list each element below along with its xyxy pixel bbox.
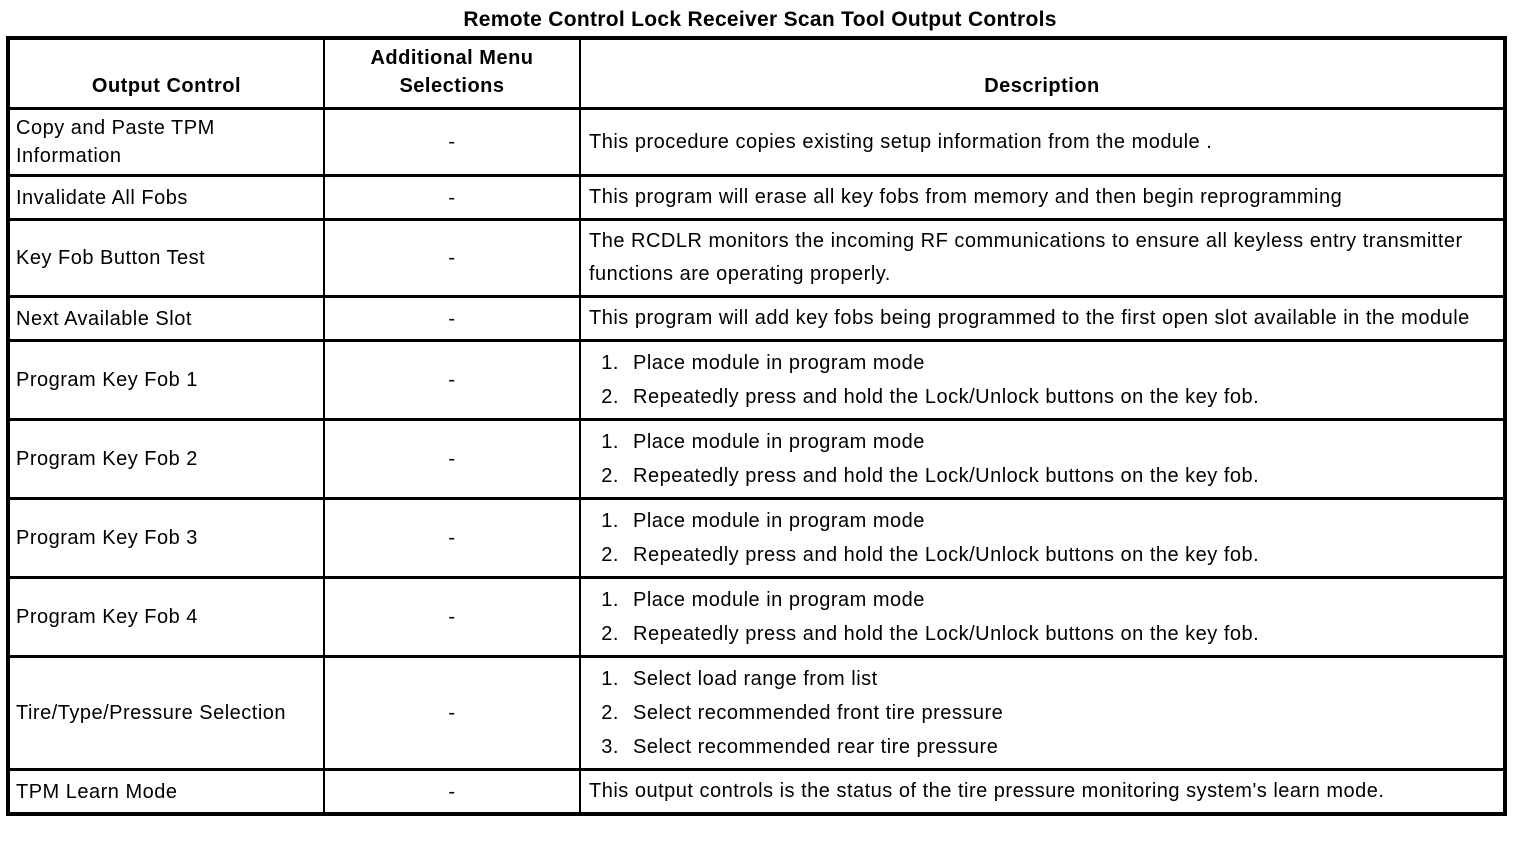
column-header-additional-menu-selections: Additional Menu Selections xyxy=(323,36,581,110)
description-cell: This program will erase all key fobs fro… xyxy=(579,174,1506,221)
table-row: Program Key Fob 3-Place module in progra… xyxy=(7,497,1506,579)
table-row: Program Key Fob 2-Place module in progra… xyxy=(7,418,1506,500)
description-step: Place module in program mode xyxy=(625,583,1491,617)
additional-menu-selection-cell: - xyxy=(323,107,581,177)
output-control-cell: Next Available Slot xyxy=(7,295,325,342)
description-cell: Place module in program modeRepeatedly p… xyxy=(579,339,1506,421)
description-cell: This program will add key fobs being pro… xyxy=(579,295,1506,342)
description-steps-list: Select load range from listSelect recomm… xyxy=(589,662,1491,764)
output-control-cell: TPM Learn Mode xyxy=(7,768,325,816)
page-title: Remote Control Lock Receiver Scan Tool O… xyxy=(463,8,1057,31)
table-row: Program Key Fob 4-Place module in progra… xyxy=(7,576,1506,658)
description-step: Place module in program mode xyxy=(625,504,1491,538)
description-cell: This procedure copies existing setup inf… xyxy=(579,107,1506,177)
additional-menu-selection-cell: - xyxy=(323,418,581,500)
description-steps-list: Place module in program modeRepeatedly p… xyxy=(589,583,1491,651)
description-cell: Place module in program modeRepeatedly p… xyxy=(579,497,1506,579)
description-step: Repeatedly press and hold the Lock/Unloc… xyxy=(625,459,1491,493)
output-control-cell: Key Fob Button Test xyxy=(7,218,325,298)
description-step: Repeatedly press and hold the Lock/Unloc… xyxy=(625,538,1491,572)
description-cell: This output controls is the status of th… xyxy=(579,768,1506,816)
table-row: Next Available Slot-This program will ad… xyxy=(7,295,1506,342)
output-control-cell: Invalidate All Fobs xyxy=(7,174,325,221)
description-step: Select load range from list xyxy=(625,662,1491,696)
output-control-cell: Tire/Type/Pressure Selection xyxy=(7,655,325,771)
table-row: Tire/Type/Pressure Selection-Select load… xyxy=(7,655,1506,771)
additional-menu-selection-cell: - xyxy=(323,339,581,421)
additional-menu-selection-cell: - xyxy=(323,497,581,579)
description-step: Select recommended front tire pressure xyxy=(625,696,1491,730)
description-step: Repeatedly press and hold the Lock/Unloc… xyxy=(625,617,1491,651)
description-cell: The RCDLR monitors the incoming RF commu… xyxy=(579,218,1506,298)
table-header-row: Output Control Additional Menu Selection… xyxy=(7,36,1506,110)
table-row: Program Key Fob 1-Place module in progra… xyxy=(7,339,1506,421)
additional-menu-selection-cell: - xyxy=(323,655,581,771)
output-control-cell: Program Key Fob 2 xyxy=(7,418,325,500)
additional-menu-selection-cell: - xyxy=(323,174,581,221)
additional-menu-selection-cell: - xyxy=(323,295,581,342)
output-controls-table: Output Control Additional Menu Selection… xyxy=(6,36,1507,816)
description-steps-list: Place module in program modeRepeatedly p… xyxy=(589,425,1491,493)
additional-menu-selection-cell: - xyxy=(323,768,581,816)
description-steps-list: Place module in program modeRepeatedly p… xyxy=(589,504,1491,572)
additional-menu-selection-cell: - xyxy=(323,218,581,298)
table-row: Key Fob Button Test-The RCDLR monitors t… xyxy=(7,218,1506,298)
column-header-description: Description xyxy=(579,36,1506,110)
description-step: Select recommended rear tire pressure xyxy=(625,730,1491,764)
table-row: TPM Learn Mode-This output controls is t… xyxy=(7,768,1506,816)
description-step: Place module in program mode xyxy=(625,425,1491,459)
description-step: Repeatedly press and hold the Lock/Unloc… xyxy=(625,380,1491,414)
output-control-cell: Program Key Fob 3 xyxy=(7,497,325,579)
description-step: Place module in program mode xyxy=(625,346,1491,380)
column-header-output-control: Output Control xyxy=(7,36,325,110)
table-row: Copy and Paste TPM Information-This proc… xyxy=(7,107,1506,177)
table-row: Invalidate All Fobs-This program will er… xyxy=(7,174,1506,221)
description-cell: Select load range from listSelect recomm… xyxy=(579,655,1506,771)
description-cell: Place module in program modeRepeatedly p… xyxy=(579,418,1506,500)
output-control-cell: Program Key Fob 4 xyxy=(7,576,325,658)
additional-menu-selection-cell: - xyxy=(323,576,581,658)
output-control-cell: Copy and Paste TPM Information xyxy=(7,107,325,177)
output-control-cell: Program Key Fob 1 xyxy=(7,339,325,421)
description-cell: Place module in program modeRepeatedly p… xyxy=(579,576,1506,658)
description-steps-list: Place module in program modeRepeatedly p… xyxy=(589,346,1491,414)
